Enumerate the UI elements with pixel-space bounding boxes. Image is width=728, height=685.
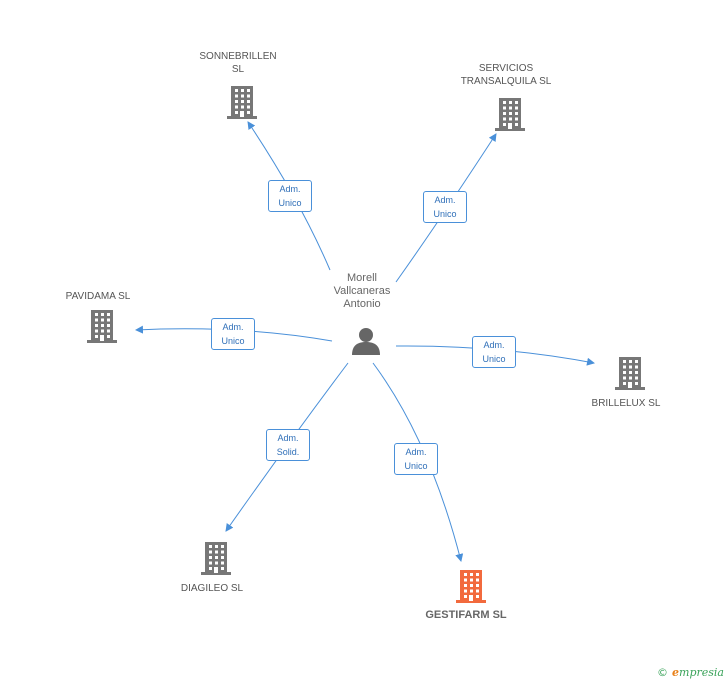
building-icon-sonnebrillen[interactable] [226, 85, 258, 124]
building-icon-pavidama[interactable] [86, 309, 118, 348]
building-icon-brillelux[interactable] [614, 356, 646, 395]
copyright-icon: © [657, 666, 669, 679]
edge-label-gestifarm: Adm.Unico [394, 443, 438, 475]
building-icon-diagileo[interactable] [200, 541, 232, 580]
person-name[interactable]: Morell Vallcaneras Antonio [333, 272, 391, 310]
edge-label-diagileo: Adm.Solid. [266, 429, 310, 461]
edge-label-sonnebrillen: Adm.Unico [268, 180, 312, 212]
edge-label-brillelux: Adm.Unico [472, 336, 516, 368]
building-icon-gestifarm[interactable] [455, 569, 487, 608]
brand-initial: e [672, 666, 680, 679]
building-icon-servicios[interactable] [494, 97, 526, 136]
company-label-pavidama[interactable]: PAVIDAMA SL [65, 291, 131, 302]
person-icon[interactable] [350, 326, 382, 356]
empresia-credit: ©empresia [657, 666, 724, 679]
company-label-brillelux[interactable]: BRILLELUX SL [591, 398, 661, 409]
edge-label-pavidama: Adm.Unico [211, 318, 255, 350]
company-label-diagileo[interactable]: DIAGILEO SL [180, 583, 244, 594]
edge-label-servicios: Adm.Unico [423, 191, 467, 223]
brand-name: mpresia [679, 666, 724, 679]
company-label-gestifarm[interactable]: GESTIFARM SL [425, 609, 507, 621]
